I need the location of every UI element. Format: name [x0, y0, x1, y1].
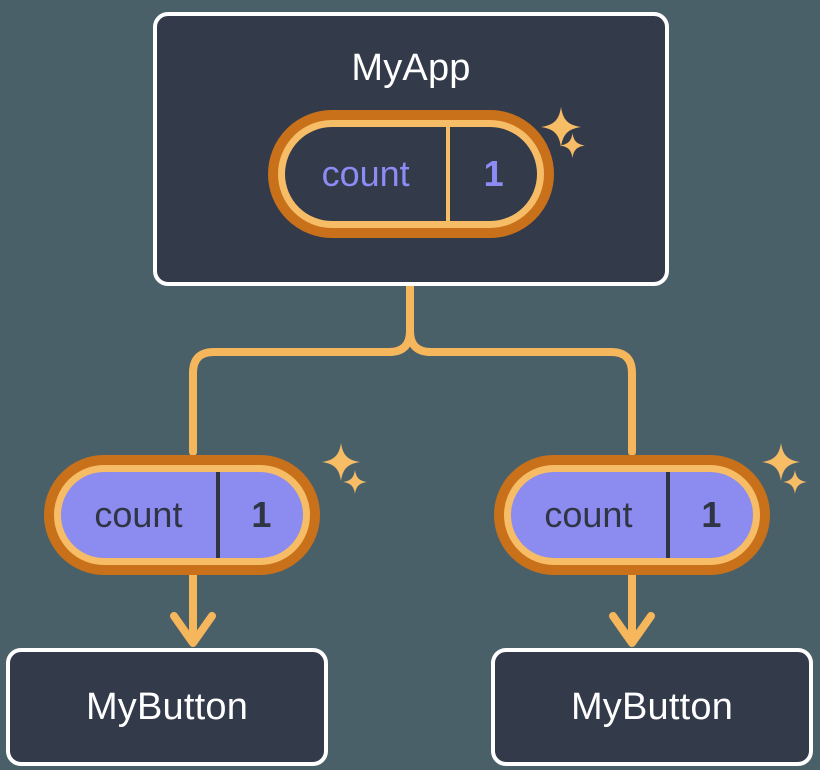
state-pill-child-left-value-cell: 1: [215, 472, 303, 558]
state-value-label: 1: [701, 494, 722, 535]
sparkle-icon-left-small: [343, 470, 367, 494]
state-value-label: 1: [483, 153, 504, 194]
state-key-label: count: [544, 494, 633, 535]
component-title-mybutton-right: MyButton: [570, 686, 734, 728]
state-pill-child-left-body: count 1: [61, 472, 303, 558]
state-pill-root[interactable]: count 1: [268, 110, 554, 238]
state-pill-root-value-cell: 1: [446, 127, 537, 221]
connector-branch-left: [189, 327, 414, 456]
state-pill-child-right-key-cell: count: [511, 472, 666, 558]
state-key-label: count: [321, 153, 410, 194]
arrow-head-right: [609, 612, 655, 647]
sparkle-icon-left-large: [322, 443, 360, 481]
component-node-mybutton-right[interactable]: MyButton: [491, 648, 813, 766]
state-pill-child-right[interactable]: count 1: [494, 455, 770, 575]
state-pill-root-body: count 1: [285, 127, 537, 221]
connector-branch-right: [406, 327, 636, 456]
state-pill-root-key-cell: count: [285, 127, 446, 221]
state-pill-child-left-key-cell: count: [61, 472, 216, 558]
sparkle-icon-right-small: [783, 470, 807, 494]
component-node-mybutton-left[interactable]: MyButton: [6, 648, 328, 766]
sparkle-icon-root-small: [560, 133, 585, 158]
state-pill-child-right-body: count 1: [511, 472, 753, 558]
state-value-label: 1: [251, 494, 272, 535]
arrow-head-left: [170, 612, 216, 647]
component-title-mybutton-left: MyButton: [85, 686, 249, 728]
sparkle-icon-root-large: [541, 107, 581, 147]
state-pill-child-right-value-cell: 1: [665, 472, 753, 558]
component-title-myapp: MyApp: [351, 47, 471, 89]
sparkle-icon-right-large: [762, 443, 800, 481]
state-key-label: count: [94, 494, 183, 535]
state-pill-child-left[interactable]: count 1: [44, 455, 320, 575]
